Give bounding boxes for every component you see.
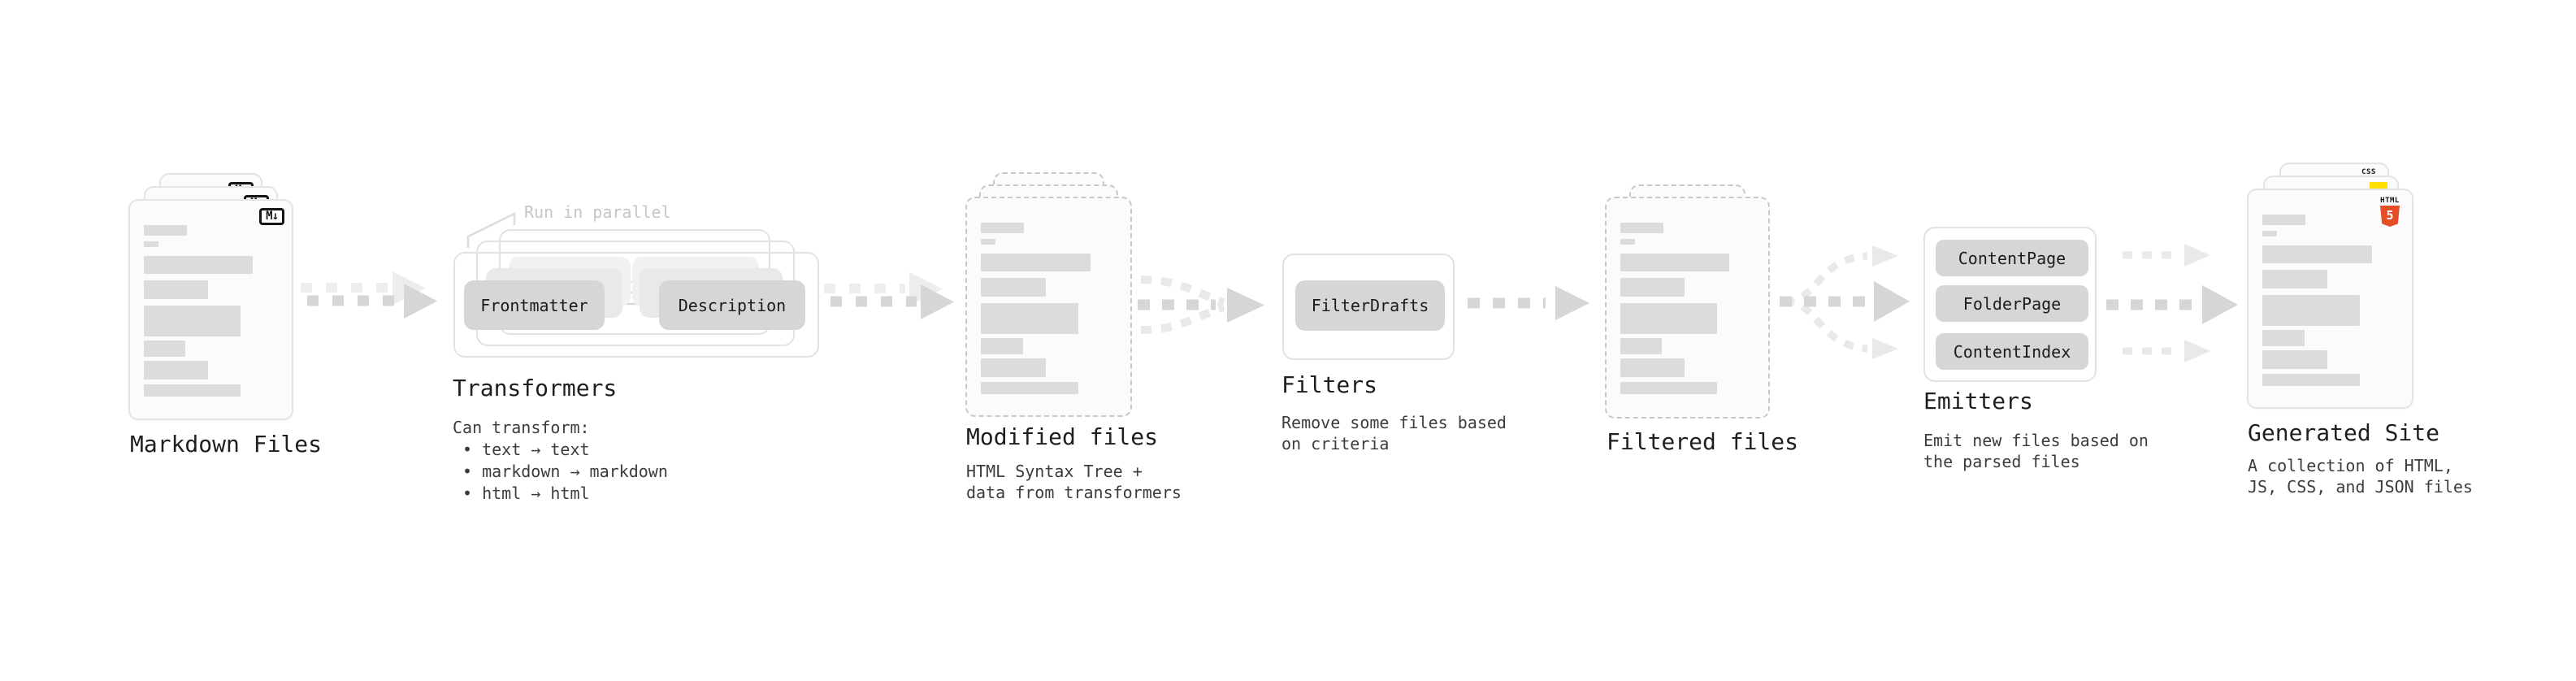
placeholder-bar — [144, 384, 241, 397]
filters-label: Filters — [1281, 371, 1378, 398]
modified-files-subtitle: HTML Syntax Tree + data from transformer… — [966, 462, 1182, 502]
transformer-chip-frontmatter: Frontmatter — [464, 280, 605, 330]
placeholder-bar — [144, 225, 187, 236]
file-content-placeholder — [2262, 215, 2398, 386]
emitters-panel: ContentPage FolderPage ContentIndex — [1923, 227, 2097, 382]
placeholder-bar — [981, 278, 1047, 297]
placeholder-bar — [144, 361, 209, 380]
generated-site-subtitle: A collection of HTML, JS, CSS, and JSON … — [2248, 456, 2473, 497]
placeholder-bar — [1620, 254, 1729, 271]
placeholder-bar — [1620, 358, 1685, 377]
placeholder-bar — [144, 256, 253, 274]
placeholder-bar — [2262, 215, 2306, 225]
filters-panel: FilterDrafts — [1282, 254, 1455, 360]
placeholder-bar — [2262, 350, 2328, 369]
placeholder-bar — [981, 254, 1091, 271]
file-content-placeholder — [144, 225, 278, 397]
markdown-file-card-front: M↓ — [128, 199, 293, 420]
arrow-markdown-to-transformers — [301, 271, 437, 319]
file-content-placeholder — [981, 223, 1117, 394]
placeholder-bar — [981, 223, 1025, 233]
markdown-icon: M↓ — [259, 208, 284, 225]
js-file-icon — [2370, 182, 2387, 191]
transformers-layer-front: Frontmatter Description — [453, 252, 819, 358]
emitters-label: Emitters — [1923, 388, 2033, 414]
placeholder-bar — [144, 241, 159, 247]
transformer-chip-description: Description — [659, 280, 805, 330]
filters-subtitle: Remove some files based on criteria — [1281, 413, 1507, 453]
run-in-parallel-note: Run in parallel — [524, 202, 671, 222]
placeholder-bar — [1620, 338, 1663, 354]
transformers-label: Transformers — [453, 375, 618, 401]
modified-files-label: Modified files — [966, 423, 1159, 450]
emitter-chip-contentindex: ContentIndex — [1936, 333, 2088, 370]
generated-site-label: Generated Site — [2248, 419, 2440, 446]
emitter-chip-contentpage: ContentPage — [1936, 240, 2088, 276]
placeholder-bar — [2262, 270, 2328, 288]
file-content-placeholder — [1620, 223, 1754, 394]
filtered-files-label: Filtered files — [1607, 428, 1799, 455]
modified-file-card-front — [965, 197, 1132, 417]
placeholder-bar — [144, 306, 241, 336]
bullet-text-to-text: • text → text — [462, 440, 590, 459]
arrow-modified-to-filters-merge — [1138, 275, 1264, 334]
placeholder-bar — [1620, 278, 1685, 297]
placeholder-bar — [144, 340, 186, 357]
emitters-subtitle: Emit new files based on the parsed files — [1923, 431, 2149, 471]
placeholder-bar — [981, 382, 1079, 394]
placeholder-bar — [2262, 245, 2373, 263]
can-transform-intro: Can transform: — [453, 418, 590, 437]
placeholder-bar — [2262, 231, 2278, 236]
arrow-filters-to-filtered — [1468, 286, 1589, 320]
placeholder-bar — [981, 358, 1047, 377]
arrow-filtered-to-emitters-split — [1780, 245, 1910, 359]
placeholder-bar — [2262, 330, 2305, 346]
transformers-description: Can transform: • text → text • markdown … — [453, 417, 668, 505]
placeholder-bar — [981, 239, 996, 245]
filter-chip-filterdrafts: FilterDrafts — [1295, 280, 1445, 331]
placeholder-bar — [1620, 303, 1717, 334]
arrow-transformers-to-modified — [824, 272, 954, 319]
placeholder-bar — [144, 280, 209, 299]
arrow-emitters-to-generated — [2106, 244, 2238, 362]
generated-file-card-front: HTML 5 — [2247, 189, 2413, 409]
html5-file-icon: HTML 5 — [2379, 197, 2400, 227]
placeholder-bar — [1620, 382, 1717, 394]
placeholder-bar — [1620, 239, 1636, 245]
markdown-files-label: Markdown Files — [130, 431, 323, 458]
placeholder-bar — [1620, 223, 1663, 233]
emitter-chip-folderpage: FolderPage — [1936, 285, 2088, 322]
placeholder-bar — [2262, 374, 2361, 386]
placeholder-bar — [981, 338, 1023, 354]
bullet-html-to-html: • html → html — [462, 484, 590, 503]
placeholder-bar — [981, 303, 1079, 334]
placeholder-bar — [2262, 295, 2361, 326]
filtered-file-card-front — [1605, 197, 1770, 419]
bullet-markdown-to-markdown: • markdown → markdown — [462, 462, 668, 481]
